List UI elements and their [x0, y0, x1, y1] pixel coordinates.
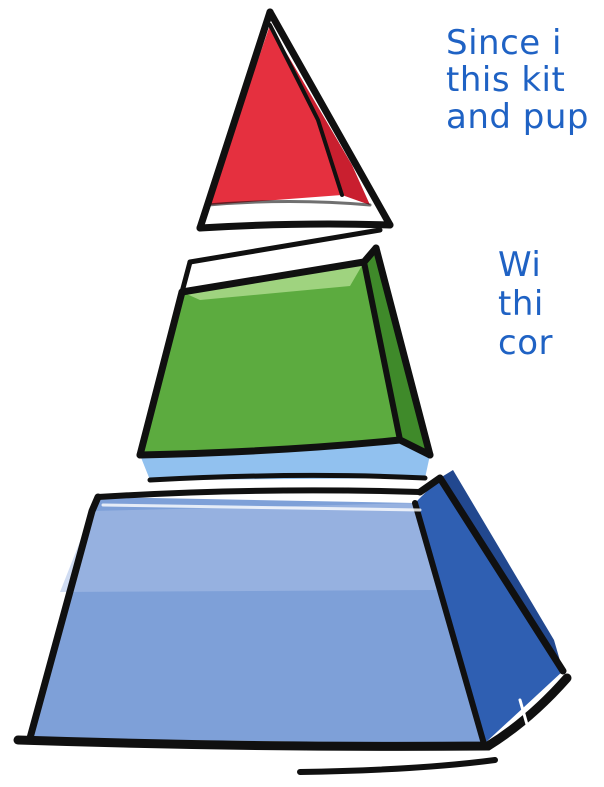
- text-line: this kit: [446, 63, 565, 97]
- pyramid-bottom-tier: [18, 470, 567, 772]
- text-line: and pup: [446, 100, 589, 134]
- pyramid-middle-tier: [140, 230, 430, 480]
- text-line: Since i: [446, 26, 562, 60]
- text-line: thi: [498, 287, 544, 321]
- pyramid-top-tier: [200, 12, 390, 228]
- text-line: Wi: [498, 248, 541, 282]
- text-line: cor: [498, 326, 553, 360]
